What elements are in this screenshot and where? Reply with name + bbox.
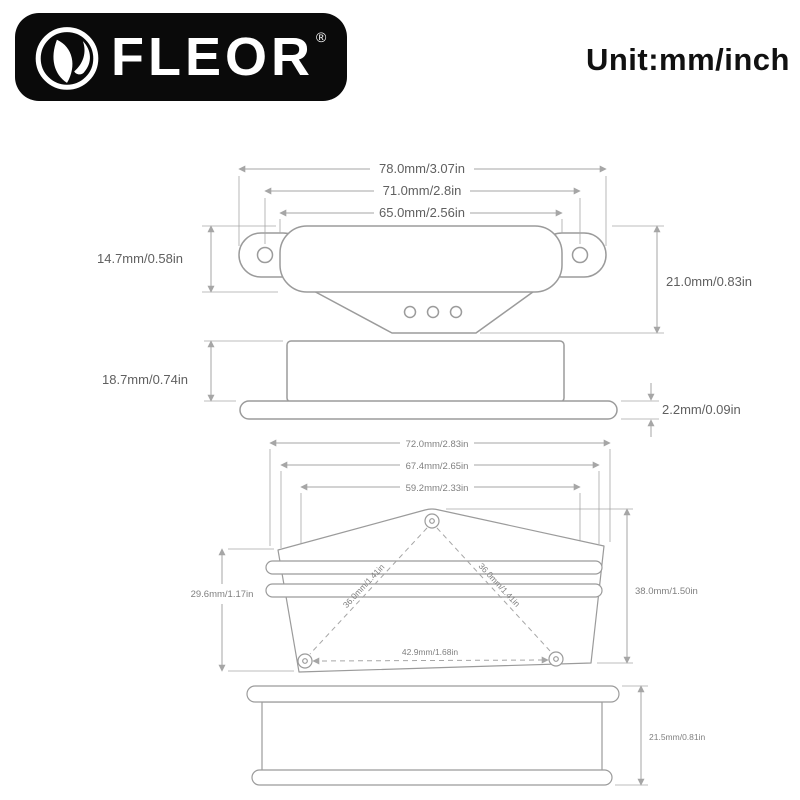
right-screw-hole (571, 246, 589, 264)
top-view-dimensions: 78.0mm/3.07in 71.0mm/2.8in 65.0mm/2.56in… (97, 161, 752, 334)
brand-name: FLEOR (111, 27, 314, 87)
dim-top-width-cover: 65.0mm/2.56in (379, 205, 465, 220)
dim-top-height-left: 14.7mm/0.58in (97, 251, 183, 266)
lower-top-flange (246, 685, 620, 703)
leaf-icon (35, 27, 99, 90)
blade-rail-1 (265, 560, 603, 575)
base-view-dimensions-sides: 29.6mm/1.17in 38.0mm/1.50in (191, 508, 698, 672)
dim-flange-thickness: 2.2mm/0.09in (662, 402, 741, 417)
lower-side-view-drawing (246, 685, 620, 786)
upper-side-view-dimensions: 18.7mm/0.74in 2.2mm/0.09in (102, 340, 741, 437)
left-screw-hole (256, 246, 274, 264)
top-screw-center (429, 518, 435, 524)
dim-top-width-screws: 71.0mm/2.8in (383, 183, 462, 198)
unit-label: Unit:mm/inch (585, 42, 790, 77)
dim-lower-body-height: 21.5mm/0.81in (649, 732, 705, 742)
dim-top-height-right: 21.0mm/0.83in (666, 274, 752, 289)
brand-logo: FLEOR ® (15, 13, 347, 101)
lower-side-view-dimensions: 21.5mm/0.81in (615, 685, 705, 786)
dim-top-width-outer: 78.0mm/3.07in (379, 161, 465, 176)
bobbin-body (286, 340, 565, 403)
bottom-left-screw-center (302, 658, 308, 664)
dim-base-height-left: 29.6mm/1.17in (191, 589, 254, 600)
blade-rail-2 (265, 583, 603, 598)
lower-bottom-flange (251, 769, 613, 786)
dim-base-width-outer: 72.0mm/2.83in (406, 439, 469, 450)
wire-hole-1 (403, 305, 417, 319)
dim-base-height-right: 38.0mm/1.50in (635, 586, 698, 597)
mounting-flange (239, 400, 618, 420)
dim-base-width-mid: 67.4mm/2.65in (406, 461, 469, 472)
wire-hole-2 (426, 305, 440, 319)
top-view-drawing (238, 225, 607, 334)
lower-body (261, 701, 603, 773)
base-view-drawing (265, 508, 605, 673)
bottom-right-screw-center (553, 656, 559, 662)
dim-screw-spacing: 42.9mm/1.68in (402, 647, 458, 657)
dim-body-height: 18.7mm/0.74in (102, 372, 188, 387)
base-trapezoid (309, 288, 538, 334)
dim-base-width-inner: 59.2mm/2.33in (406, 483, 469, 494)
pickup-cover (279, 225, 563, 293)
base-view-dimensions-top: 72.0mm/2.83in 67.4mm/2.65in 59.2mm/2.33i… (269, 439, 611, 552)
upper-side-view-drawing (239, 340, 618, 420)
wire-hole-3 (449, 305, 463, 319)
registered-mark: ® (316, 29, 327, 45)
